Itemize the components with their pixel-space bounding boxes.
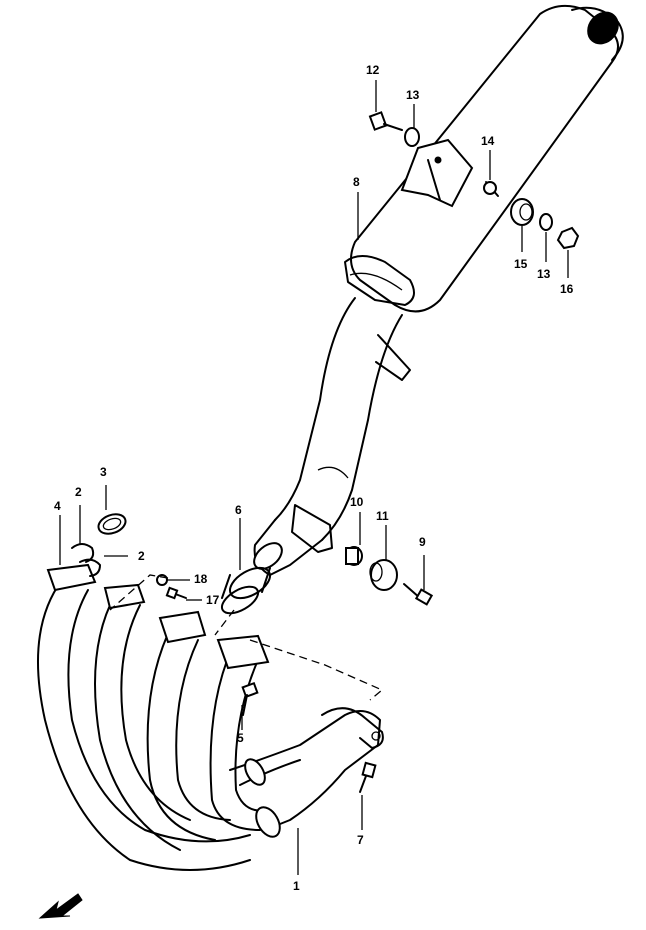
muffler (344, 4, 624, 313)
callout-5: 5 (237, 731, 244, 745)
callout-9: 9 (419, 535, 426, 549)
callout-3: 3 (100, 465, 107, 479)
callout-13b: 13 (537, 267, 551, 281)
callout-8: 8 (353, 175, 360, 189)
callout-13a: 13 (406, 88, 420, 102)
front-arrow-icon (38, 893, 83, 919)
callout-17: 17 (206, 593, 220, 607)
gasket-ring (220, 566, 271, 615)
callout-6: 6 (235, 503, 242, 517)
callout-1: 1 (293, 879, 300, 893)
connecting-pipe (253, 297, 411, 576)
callout-4: 4 (54, 499, 61, 513)
callout-12: 12 (366, 63, 380, 77)
callout-15: 15 (514, 257, 528, 271)
callout-10: 10 (350, 495, 364, 509)
callout-2b: 2 (138, 549, 145, 563)
callout-2a: 2 (75, 485, 82, 499)
callout-14: 14 (481, 134, 495, 148)
callout-18: 18 (194, 572, 208, 586)
callout-7: 7 (357, 833, 364, 847)
exhaust-header (37, 563, 384, 871)
callouts: 1 2 2 3 4 5 6 7 8 9 10 11 12 13 13 14 15… (54, 63, 574, 893)
callout-11: 11 (376, 509, 389, 523)
leader-lines (59, 80, 569, 875)
callout-16: 16 (560, 282, 574, 296)
